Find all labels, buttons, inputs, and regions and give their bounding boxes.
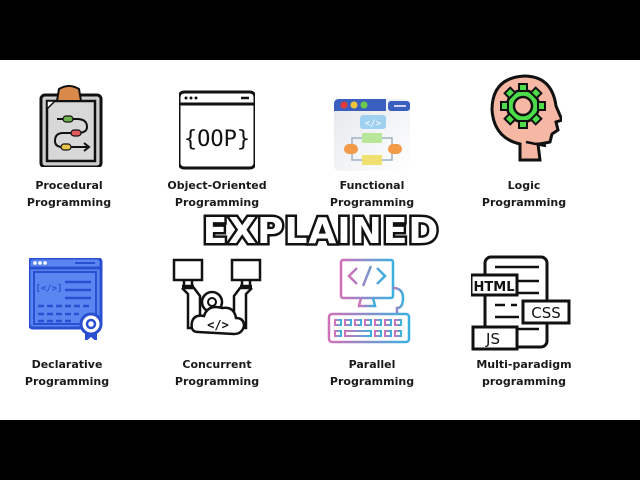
svg-text:{OOP}: {OOP} — [184, 127, 250, 152]
slide-canvas: Procedural Programming {OOP} Object-Orie… — [0, 60, 640, 420]
explained-title: EXPLAINED — [196, 210, 446, 250]
item-label: Procedural Programming — [26, 179, 112, 209]
svg-text:CSS: CSS — [531, 304, 561, 322]
head-gear-icon — [490, 74, 562, 162]
html-css-js-document-icon: HTML CSS JS — [471, 255, 571, 351]
computers-cloud-code-icon: </> — [172, 258, 262, 336]
svg-text:</>: </> — [365, 119, 382, 129]
item-label: Functional Programming — [329, 179, 415, 209]
svg-text:</>: </> — [207, 318, 229, 332]
clipboard-flow-icon — [39, 85, 103, 167]
svg-text:JS: JS — [485, 330, 500, 348]
svg-text:EXPLAINED: EXPLAINED — [203, 211, 440, 250]
item-label: Multi-paradigm programming — [476, 358, 572, 388]
item-label: Logic Programming — [481, 179, 567, 209]
browser-flowchart-icon: </> — [334, 99, 410, 171]
item-label: Object-Oriented Programming — [167, 179, 267, 209]
code-certificate-icon: [</>] — [29, 258, 103, 340]
oop-window-icon: {OOP} — [179, 90, 255, 170]
computer-keyboard-icon — [327, 258, 411, 344]
svg-text:HTML: HTML — [474, 280, 515, 295]
svg-text:[</>]: [</>] — [35, 284, 62, 294]
item-label: Concurrent Programming — [174, 358, 260, 388]
item-label: Parallel Programming — [329, 358, 415, 388]
item-label: Declarative Programming — [24, 358, 110, 388]
